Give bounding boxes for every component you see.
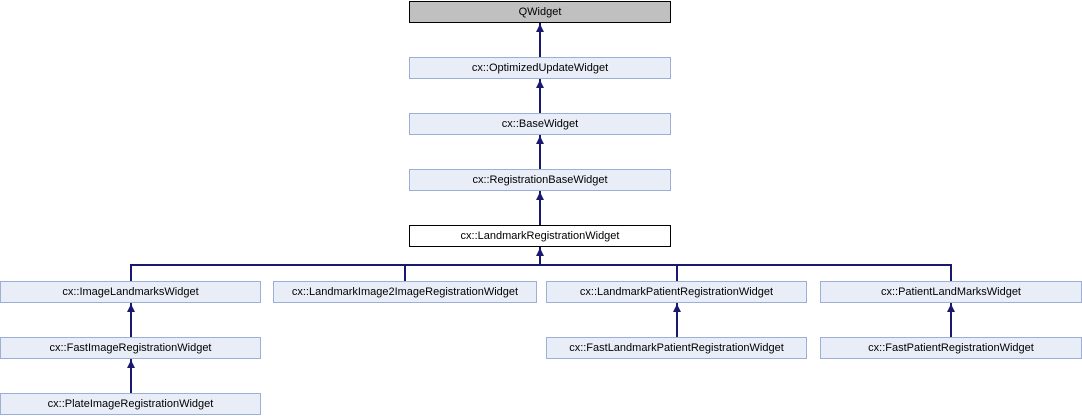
node-patient-landmarks-widget[interactable]: cx::PatientLandMarksWidget <box>820 281 1082 303</box>
node-image-landmarks-widget[interactable]: cx::ImageLandmarksWidget <box>0 281 261 303</box>
edge-arrowhead <box>673 304 681 312</box>
edge-line <box>130 359 132 393</box>
node-landmark-registration-widget[interactable]: cx::LandmarkRegistrationWidget <box>409 225 671 247</box>
edge-arrowhead <box>947 304 955 312</box>
edge-line <box>539 79 541 113</box>
edge-arrowhead <box>536 192 544 200</box>
edge-line <box>539 191 541 225</box>
edge-line <box>130 303 132 337</box>
edge-arrowhead <box>536 136 544 144</box>
edge-arrowhead <box>536 80 544 88</box>
edge-line <box>404 264 406 281</box>
node-fast-image-registration-widget[interactable]: cx::FastImageRegistrationWidget <box>0 337 261 359</box>
edge-line <box>539 247 541 266</box>
edge-arrowhead <box>536 248 544 256</box>
node-base-widget[interactable]: cx::BaseWidget <box>409 113 671 135</box>
node-plate-image-registration-widget[interactable]: cx::PlateImageRegistrationWidget <box>0 393 261 415</box>
edge-line <box>130 264 952 266</box>
edge-arrowhead <box>536 24 544 32</box>
edge-arrowhead <box>127 360 135 368</box>
node-registration-base-widget[interactable]: cx::RegistrationBaseWidget <box>409 169 671 191</box>
edge-line <box>950 303 952 337</box>
node-landmark-patient-registration-widget[interactable]: cx::LandmarkPatientRegistrationWidget <box>546 281 807 303</box>
node-qwidget[interactable]: QWidget <box>409 1 671 23</box>
edge-line <box>539 135 541 169</box>
edge-line <box>950 264 952 281</box>
edge-arrowhead <box>127 304 135 312</box>
node-optimized-update-widget[interactable]: cx::OptimizedUpdateWidget <box>409 57 671 79</box>
node-fast-landmark-patient-registration-widget[interactable]: cx::FastLandmarkPatientRegistrationWidge… <box>546 337 807 359</box>
edge-line <box>676 264 678 281</box>
node-fast-patient-registration-widget[interactable]: cx::FastPatientRegistrationWidget <box>820 337 1082 359</box>
edge-line <box>130 264 132 281</box>
edge-line <box>676 303 678 337</box>
node-landmark-image2image-registration-widget[interactable]: cx::LandmarkImage2ImageRegistrationWidge… <box>273 281 537 303</box>
edge-line <box>539 23 541 57</box>
